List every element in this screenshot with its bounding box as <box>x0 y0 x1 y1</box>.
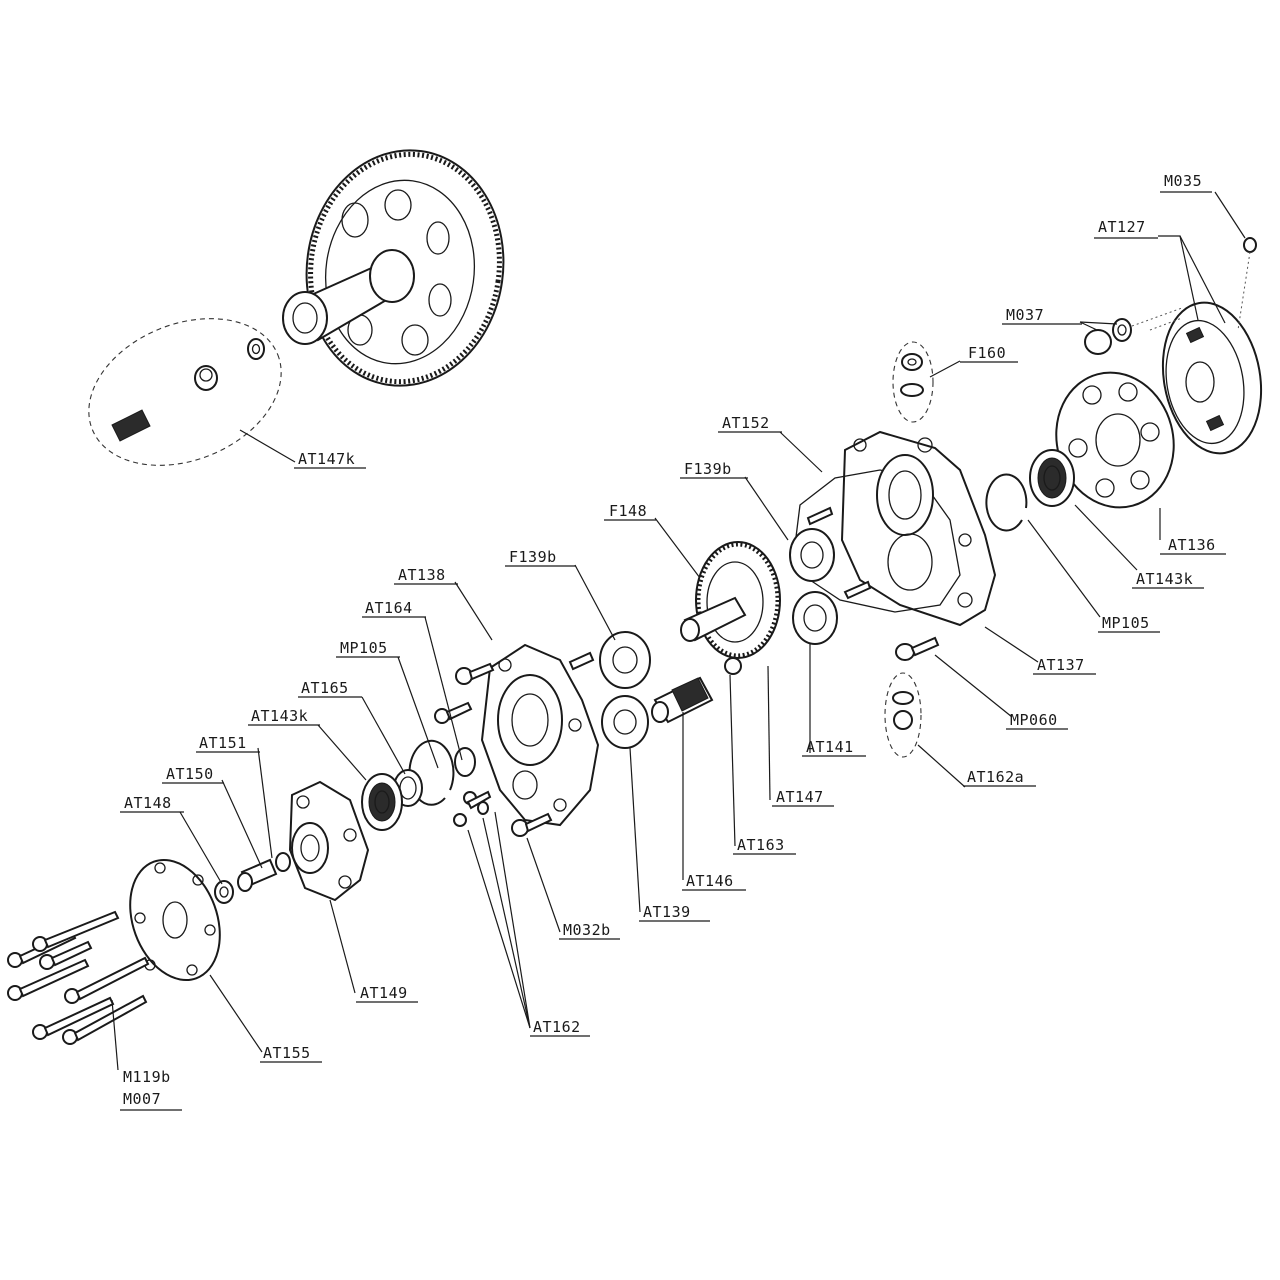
callout-at146: AT146 <box>686 872 734 890</box>
leader-lines <box>111 191 1246 1071</box>
callout-at150: AT150 <box>166 765 214 783</box>
callout-at164: AT164 <box>365 599 413 617</box>
callout-f160: F160 <box>968 344 1006 362</box>
callout-f148: F148 <box>609 502 647 520</box>
callout-at151: AT151 <box>199 734 247 752</box>
bushing-set-f160 <box>892 341 934 423</box>
shaft-parts-left <box>214 852 291 904</box>
pinion-at146 <box>651 676 714 724</box>
callout-f139b-left: F139b <box>509 548 557 566</box>
callout-at143k-left: AT143k <box>251 707 308 725</box>
callout-at139: AT139 <box>643 903 691 921</box>
callout-at148: AT148 <box>124 794 172 812</box>
bearings-left <box>361 769 423 831</box>
clutch-bell-at127 <box>1084 237 1263 455</box>
callout-labels: M035 AT127 M037 F160 AT152 F139b AT147k … <box>120 172 1226 1111</box>
callout-at162: AT162 <box>533 1018 581 1036</box>
housing-at137 <box>794 430 997 627</box>
callout-at137: AT137 <box>1037 656 1085 674</box>
callout-at127: AT127 <box>1098 218 1146 236</box>
callout-at155: AT155 <box>263 1044 311 1062</box>
callout-at143k-right: AT143k <box>1136 570 1193 588</box>
callout-at136: AT136 <box>1168 536 1216 554</box>
bolt-mp060 <box>895 636 940 661</box>
cover-at138 <box>455 643 600 837</box>
callout-at165: AT165 <box>301 679 349 697</box>
callout-m037: M037 <box>1006 306 1044 324</box>
callout-m032b: M032b <box>563 921 611 939</box>
plate-at149 <box>288 780 370 902</box>
callout-at149: AT149 <box>360 984 408 1002</box>
callout-at152: AT152 <box>722 414 770 432</box>
clutch-carrier-at136 <box>1055 371 1175 509</box>
gear-at147 <box>680 541 781 675</box>
callout-at162a: AT162a <box>967 768 1024 786</box>
mount-plate-at155 <box>129 858 221 982</box>
callout-f139b-top: F139b <box>684 460 732 478</box>
callout-at147k: AT147k <box>298 450 355 468</box>
callout-at141: AT141 <box>806 738 854 756</box>
callout-at163: AT163 <box>737 836 785 854</box>
bearings-upper <box>789 528 838 645</box>
callout-m035: M035 <box>1164 172 1202 190</box>
screw-set-m119b <box>7 910 150 1045</box>
callout-mp060: MP060 <box>1010 711 1058 729</box>
callout-mp105-right: MP105 <box>1102 614 1150 632</box>
bushing-set-at162a <box>884 672 922 758</box>
bearing-set-right <box>985 449 1075 532</box>
callout-m119b: M119b <box>123 1068 171 1086</box>
callout-mp105-left: MP105 <box>340 639 388 657</box>
bearings-lower <box>568 631 651 749</box>
callout-m007: M007 <box>123 1090 161 1108</box>
callout-at147: AT147 <box>776 788 824 806</box>
callout-at138: AT138 <box>398 566 446 584</box>
gear-assembly-at147k <box>88 149 505 466</box>
